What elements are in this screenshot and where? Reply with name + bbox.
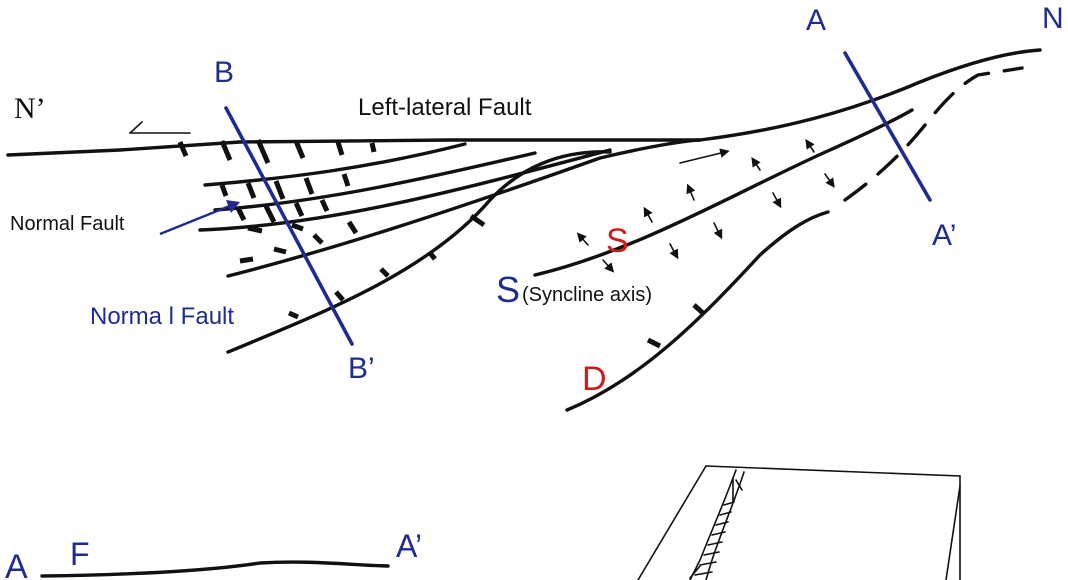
block-diagram-sketch [637,465,961,580]
section-lines [224,51,932,346]
fault-splay-1 [203,142,467,187]
normal-fault-ticks [177,139,706,349]
label-bottom-a-prime: A’ [396,528,422,564]
section-line-b [224,106,354,346]
label-n-prime: N’ [14,92,46,125]
fault-lower-trace [226,150,612,354]
fault-splay-3 [198,148,612,232]
label-n: N [1042,2,1064,35]
label-normal-fault-2: Norma l Fault [90,303,234,330]
bottom-section-profile: A F A’ [5,528,422,580]
label-section-a: A [806,4,826,37]
d-fault-dashed-trace [843,66,1024,202]
label-bottom-a: A [5,548,28,580]
label-d-red: D [582,360,607,398]
label-s-blue: S [496,269,520,310]
left-lateral-fault-trace [6,48,1042,157]
bottom-profile-line [40,560,390,578]
label-section-a-prime: A’ [932,219,956,252]
section-line-a [843,51,932,202]
label-section-b-prime: B’ [348,352,375,385]
fault-splay-2 [213,151,537,212]
label-left-lateral-fault: Left-lateral Fault [358,94,532,121]
label-s-red: S [606,222,629,260]
label-syncline-axis: (Syncline axis) [522,284,652,306]
dip-arrows [576,139,835,273]
label-section-b: B [214,56,234,89]
d-fault-trace [565,210,830,412]
normal-fault-pointer [159,200,240,236]
left-lateral-arrow-icon [129,121,191,134]
label-normal-fault-1: Normal Fault [10,213,125,235]
label-bottom-f: F [70,536,90,572]
